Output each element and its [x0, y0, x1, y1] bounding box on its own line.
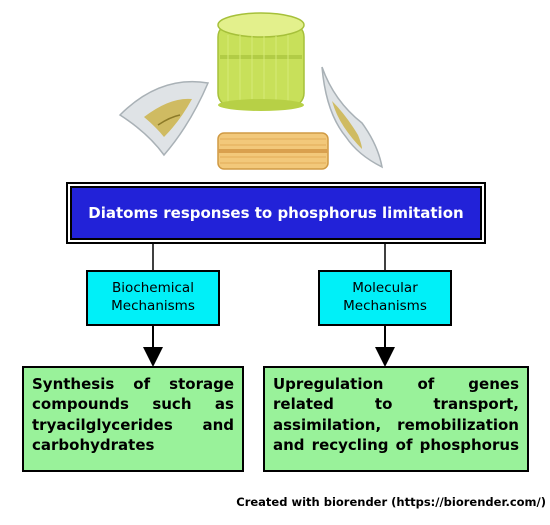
pennate-diatom-right-icon — [321, 66, 384, 169]
girdle-band-diatom-icon — [217, 132, 329, 170]
molecular-outcome-line: related to transport, — [273, 395, 519, 414]
biochemical-outcome-line: carbohydrates — [32, 435, 155, 454]
biochemical-outcome-box: Synthesis of storage compounds such as t… — [22, 366, 244, 472]
molecular-mechanisms-box: Molecular Mechanisms — [318, 270, 452, 326]
biochemical-outcome-line: tryacilglycerides and — [32, 415, 234, 434]
biochemical-mechanisms-box: Biochemical Mechanisms — [86, 270, 220, 326]
credit-text: Created with biorender (https://biorende… — [236, 495, 546, 509]
title-box: Diatoms responses to phosphorus limitati… — [66, 182, 486, 244]
biochemical-mechanisms-label: Biochemical Mechanisms — [111, 280, 195, 314]
biochemical-outcome-line: compounds such as — [32, 395, 234, 414]
molecular-outcome-line: and recycling of phosphorus — [273, 435, 519, 454]
molecular-outcome-box: Upregulation of genes related to transpo… — [263, 366, 529, 472]
molecular-outcome-line: Upregulation of genes — [273, 375, 519, 393]
title-text: Diatoms responses to phosphorus limitati… — [88, 204, 464, 222]
pennate-diatom-left-icon — [118, 80, 210, 157]
biochemical-outcome-line: Synthesis of storage — [32, 375, 234, 393]
diatom-illustration — [118, 12, 384, 170]
molecular-mechanisms-label: Molecular Mechanisms — [343, 280, 427, 314]
centric-diatom-icon — [217, 12, 305, 111]
molecular-outcome-line: assimilation, remobilization — [273, 415, 519, 434]
